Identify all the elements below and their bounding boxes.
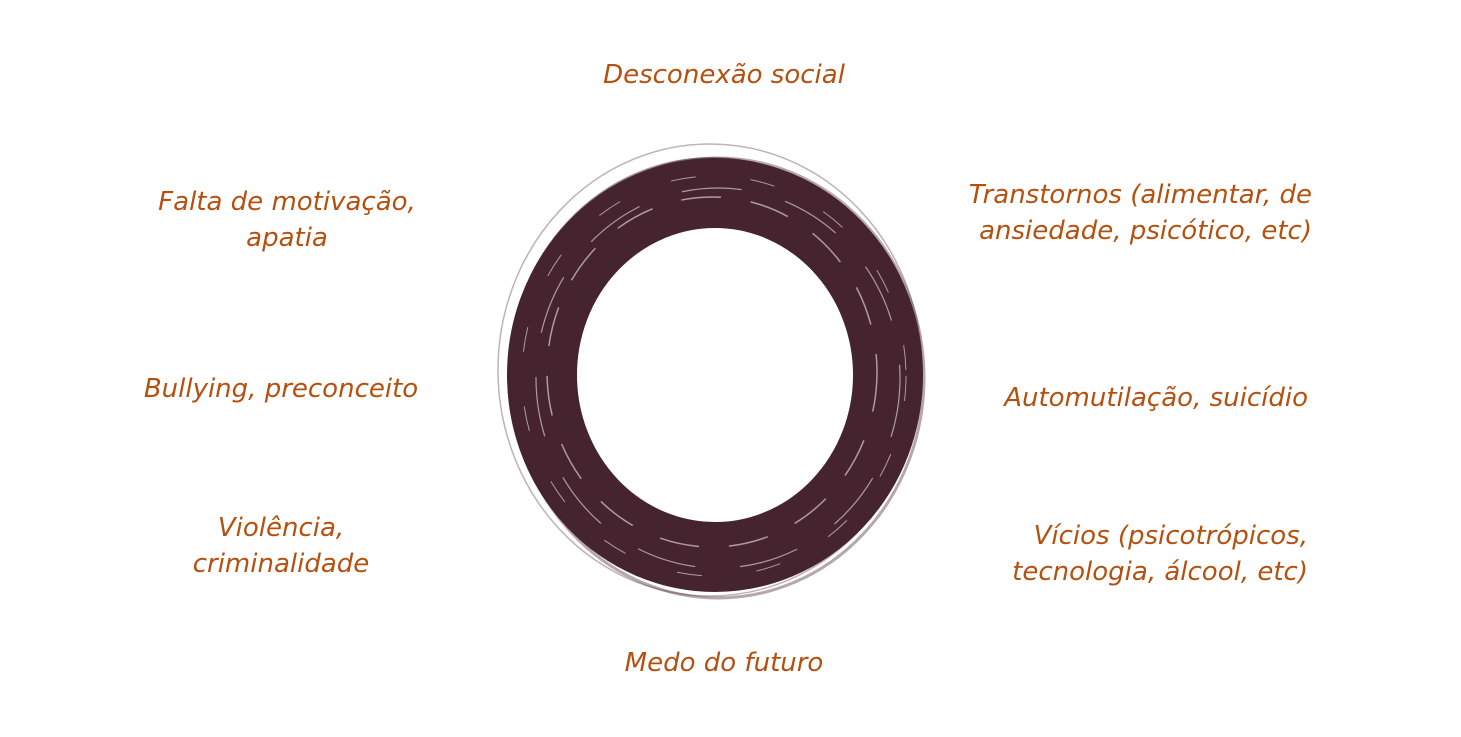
label-medo-do-futuro: Medo do futuro [624,648,824,678]
label-vicios: Vícios (psicotrópicos, tecnologia, álcoo… [1012,518,1308,590]
label-bullying: Bullying, preconceito [143,374,419,404]
label-falta-de-motivacao: Falta de motivação, apatia [158,184,416,256]
label-line: Falta de motivação, [158,187,416,217]
label-automutilacao: Automutilação, suicídio [1004,383,1308,413]
label-desconexao-social: Desconexão social [603,60,845,90]
label-transtornos: Transtornos (alimentar, de ansiedade, ps… [969,177,1312,249]
label-line: Transtornos (alimentar, de [968,180,1312,210]
label-line: Violência, [217,513,345,543]
label-line: ansiedade, psicótico, etc) [979,216,1312,246]
label-line: Vícios (psicotrópicos, [1033,521,1308,551]
label-line: tecnologia, álcool, etc) [1012,557,1308,587]
label-line: criminalidade [192,549,370,579]
label-line: apatia [246,223,328,253]
label-violencia: Violência, criminalidade [193,510,370,582]
